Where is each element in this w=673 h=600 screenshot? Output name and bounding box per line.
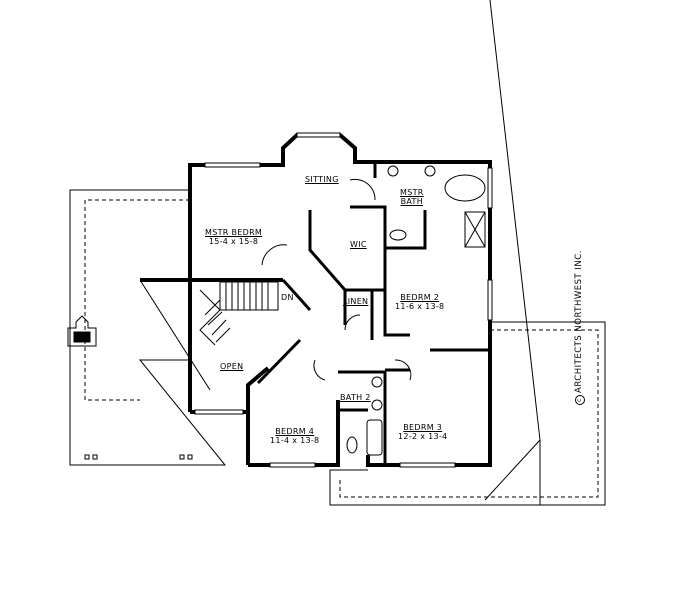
wic-label: WIC — [350, 240, 367, 249]
sitting-label: SITTING — [305, 175, 339, 184]
mstr-bath-label: MSTR BATH — [400, 188, 424, 206]
fixtures — [261, 165, 486, 456]
toilet-icon — [389, 229, 407, 241]
shower-icon — [464, 211, 486, 248]
linen-label: LINEN — [343, 297, 369, 306]
room-size: 15-4 x 15-8 — [208, 237, 259, 246]
door-swing — [261, 244, 288, 266]
door-swing — [313, 359, 326, 381]
stair-dn-label: DN — [281, 293, 294, 302]
room-size: 11-4 x 13-8 — [270, 436, 320, 445]
windows — [194, 132, 493, 468]
tub-icon — [444, 174, 486, 202]
room-name: MSTR BEDRM — [205, 228, 263, 237]
room-name: BATH — [400, 197, 424, 206]
mstr-bedrm-room: MSTR BEDRM 15-4 x 15-8 — [205, 228, 262, 246]
room-name: BEDRM 4 — [275, 427, 315, 436]
room-name: BEDRM 2 — [400, 293, 440, 302]
room-name: MSTR — [400, 188, 424, 197]
bedrm-2-room: BEDRM 2 11-6 x 13-8 — [395, 293, 444, 311]
sink-icon — [387, 165, 399, 177]
bedrm-4-room: BEDRM 4 11-4 x 13-8 — [270, 427, 319, 445]
room-size: 11-6 x 13-8 — [395, 302, 445, 311]
bedrm-3-room: BEDRM 3 12-2 x 13-4 — [398, 423, 447, 441]
sink-icon — [371, 399, 383, 411]
interior-walls — [256, 162, 490, 465]
copyright-text: ARCHITECTS NORTHWEST INC. — [574, 250, 584, 393]
room-size: 12-2 x 13-4 — [398, 432, 448, 441]
left-roof — [67, 189, 227, 466]
sink-icon — [424, 165, 436, 177]
bath-2-label: BATH 2 — [340, 393, 371, 402]
door-swing — [349, 178, 376, 201]
bathtub-icon — [366, 419, 383, 456]
open-label: OPEN — [220, 362, 244, 371]
door-swing — [344, 314, 361, 331]
copyright-symbol: c — [575, 395, 585, 405]
sink-icon — [371, 376, 383, 388]
stairs[interactable] — [199, 281, 279, 346]
door-swing — [394, 359, 412, 381]
room-name: BEDRM 3 — [403, 423, 443, 432]
right-roof — [329, 0, 606, 506]
copyright-notice: c ARCHITECTS NORTHWEST INC. — [574, 250, 585, 405]
toilet-icon — [346, 436, 358, 454]
